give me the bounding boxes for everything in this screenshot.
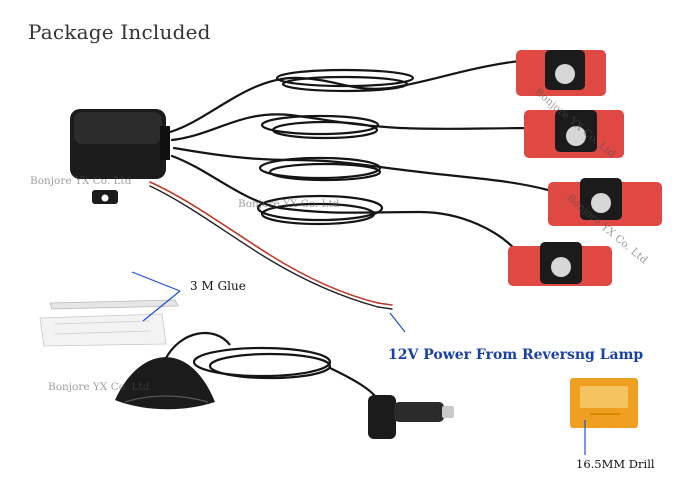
hole-saw-drill-box-icon <box>570 378 638 428</box>
page-title: Package Included <box>28 20 211 44</box>
glue-strip-icon <box>39 299 179 347</box>
drill-label: 16.5MM Drill <box>576 457 655 471</box>
parking-sensor-icon <box>508 50 662 286</box>
glue-label: 3 M Glue <box>190 279 246 293</box>
sensor-cables <box>168 56 550 257</box>
callout-lines <box>131 271 586 455</box>
car-charger-plug-icon <box>368 395 454 439</box>
control-box-icon <box>70 109 170 204</box>
power-wire <box>149 181 393 310</box>
watermark: Bonjore YX Co. Ltd <box>238 198 340 210</box>
display-unit-icon <box>115 357 215 410</box>
watermark: Bonjore YX Co. Ltd <box>48 381 150 393</box>
power-label: 12V Power From Reversng Lamp <box>388 347 644 363</box>
watermark: Bonjore YX Co. Ltd <box>30 175 132 187</box>
